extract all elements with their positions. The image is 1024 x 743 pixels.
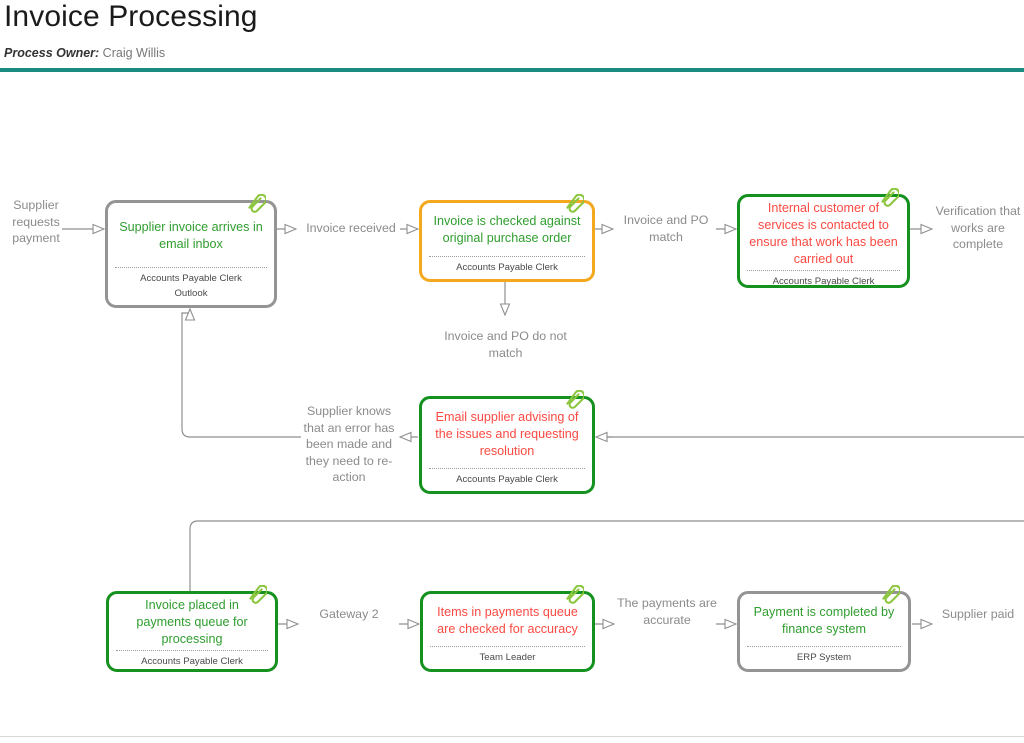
process-owner-label: Process Owner:	[4, 46, 100, 60]
header-divider	[0, 68, 1024, 72]
paperclip-icon	[566, 585, 584, 604]
activity-meta: Accounts Payable Clerk	[740, 271, 907, 293]
paperclip-icon	[249, 585, 267, 604]
activity-invoice-placed-in-queue[interactable]: Invoice placed in payments queue for pro…	[106, 585, 278, 673]
activity-payment-completed-finance[interactable]: Payment is completed by finance system E…	[737, 585, 911, 672]
label-supplier-knows-error: Supplier knows that an error has been ma…	[303, 404, 395, 484]
paperclip-icon	[248, 194, 266, 213]
activity-title: Internal customer of services is contact…	[749, 201, 898, 266]
activity-meta: ERP System	[740, 647, 908, 669]
activity-role: Team Leader	[479, 652, 536, 663]
activity-title: Supplier invoice arrives in email inbox	[119, 219, 263, 251]
activity-separator	[430, 646, 585, 647]
activity-meta: Team Leader	[423, 647, 592, 669]
activity-separator	[747, 270, 900, 271]
activity-meta: Accounts Payable Clerk	[109, 651, 275, 673]
process-flow-canvas: Supplier requests payment Invoice receiv…	[0, 72, 1024, 736]
activity-title: Invoice placed in payments queue for pro…	[136, 598, 248, 646]
label-invoice-and-po-do-not-match: Invoice and PO do not match	[444, 329, 567, 360]
activity-items-checked-for-accuracy[interactable]: Items in payments queue are checked for …	[420, 585, 595, 672]
activity-email-supplier-advising[interactable]: Email supplier advising of the issues an…	[419, 390, 595, 494]
paperclip-icon	[881, 188, 899, 207]
activity-invoice-checked-against-po[interactable]: Invoice is checked against original purc…	[419, 194, 595, 282]
activity-title: Email supplier advising of the issues an…	[435, 409, 579, 458]
activity-meta: Accounts Payable Clerk Outlook	[108, 268, 274, 305]
activity-separator	[429, 468, 585, 469]
activity-supplier-invoice-arrives[interactable]: Supplier invoice arrives in email inbox …	[105, 194, 277, 308]
activity-role: ERP System	[796, 652, 852, 663]
label-supplier-paid: Supplier paid	[941, 607, 1015, 621]
activity-role: Accounts Payable Clerk	[456, 262, 558, 273]
page-title: Invoice Processing	[4, 0, 258, 33]
label-invoice-and-po-match: Invoice and PO match	[623, 213, 709, 244]
label-gateway-2: Gateway 2	[319, 607, 379, 621]
edge-loop-to-box1	[181, 312, 301, 438]
activity-meta: Accounts Payable Clerk	[422, 469, 592, 491]
paperclip-icon	[882, 585, 900, 604]
activity-separator	[429, 256, 585, 257]
activity-role: Accounts Payable Clerk	[772, 276, 875, 287]
activity-role: Accounts Payable Clerk	[141, 656, 243, 667]
activity-title: Items in payments queue are checked for …	[437, 604, 578, 636]
activity-system: Outlook	[174, 288, 208, 299]
activity-separator	[116, 650, 268, 651]
activity-separator	[747, 646, 901, 647]
process-owner: Process Owner: Craig Willis	[4, 46, 165, 60]
footer-divider	[0, 736, 1024, 737]
activity-title: Invoice is checked against original purc…	[433, 214, 581, 245]
page-header: Invoice Processing Process Owner: Craig …	[0, 0, 1024, 72]
process-owner-name: Craig Willis	[102, 46, 166, 60]
activity-title: Payment is completed by finance system	[753, 604, 895, 636]
paperclip-icon	[566, 194, 584, 213]
activity-internal-customer-contacted[interactable]: Internal customer of services is contact…	[737, 188, 910, 288]
paperclip-icon	[566, 390, 584, 409]
label-payments-are-accurate: The payments are accurate	[617, 596, 717, 627]
activity-separator	[115, 267, 267, 268]
activity-role: Accounts Payable Clerk	[140, 273, 242, 284]
label-verification-works-complete: Verification that works are complete	[935, 204, 1021, 251]
activity-meta: Accounts Payable Clerk	[422, 257, 592, 279]
label-supplier-requests-payment: Supplier requests payment	[12, 198, 60, 245]
activity-role: Accounts Payable Clerk	[456, 474, 558, 485]
label-invoice-received: Invoice received	[306, 221, 396, 235]
